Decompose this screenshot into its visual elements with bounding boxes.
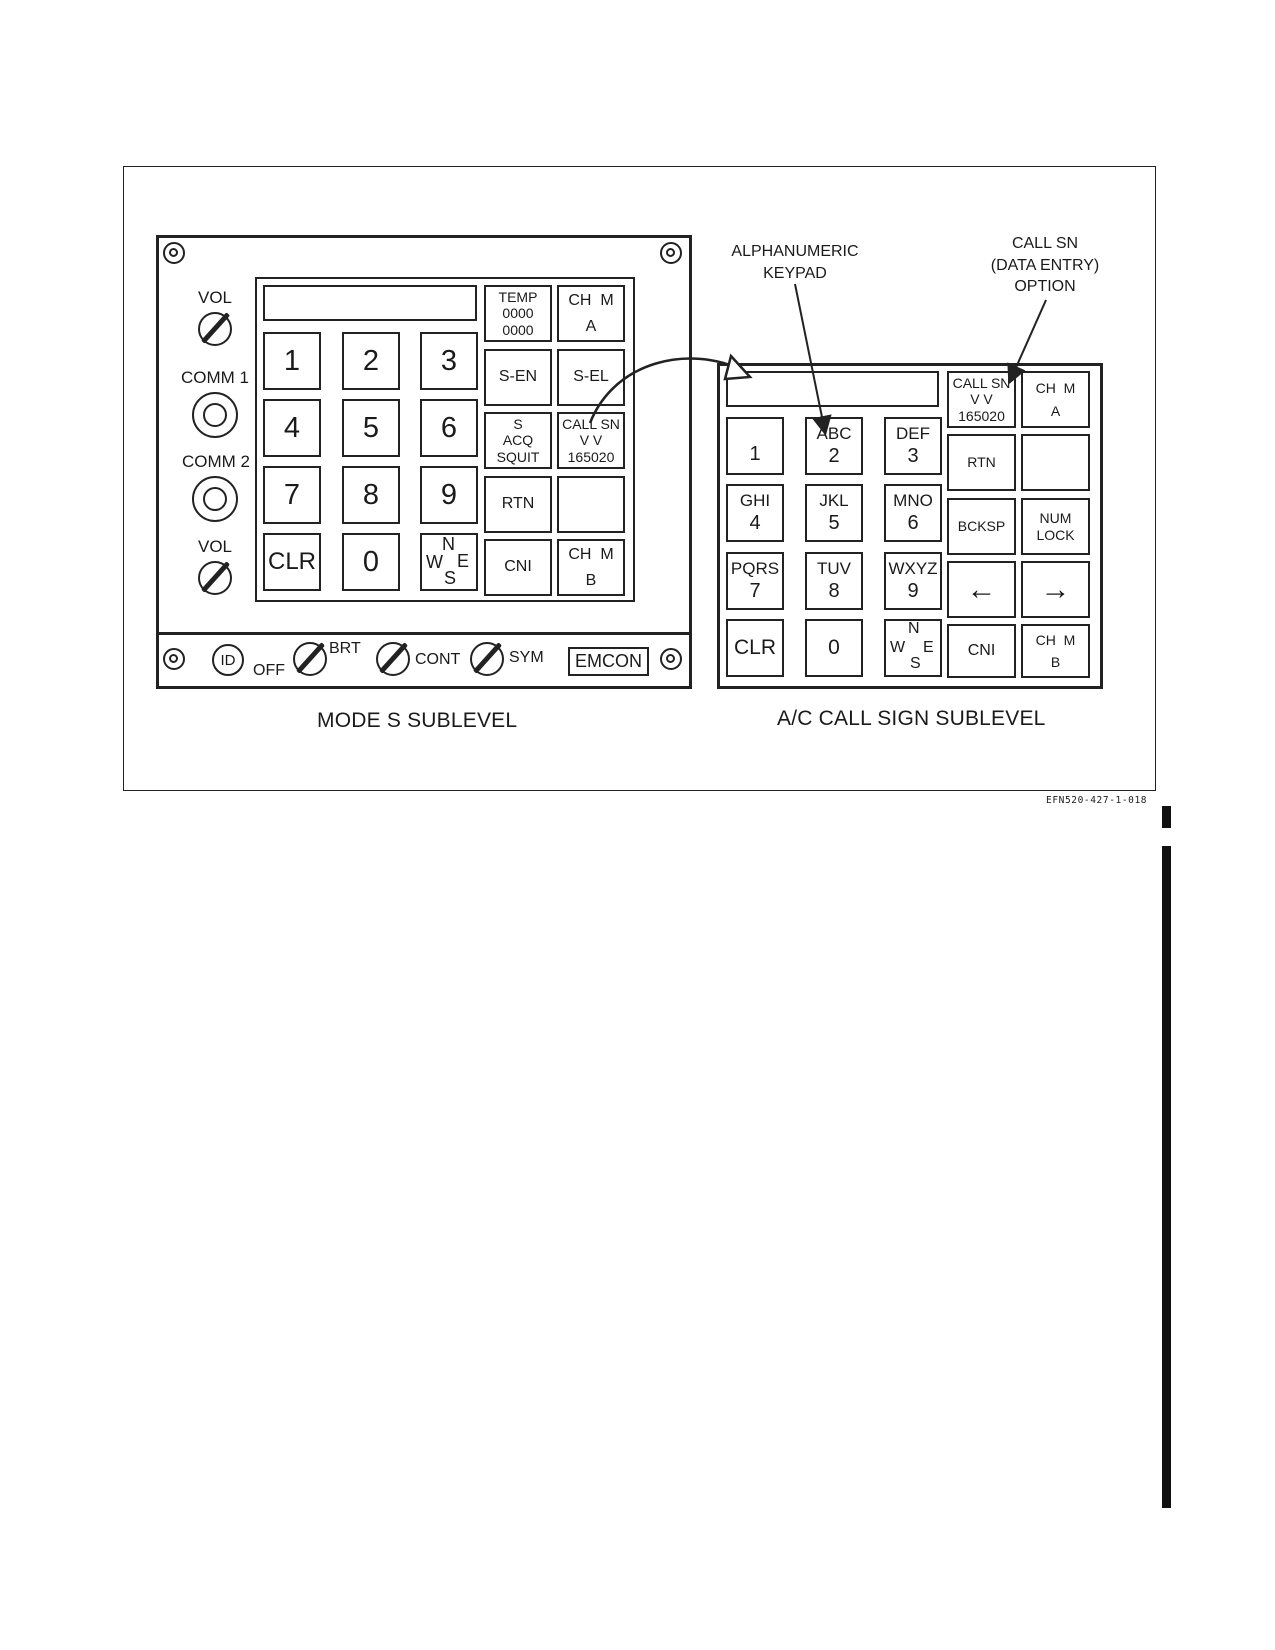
callsign-display (726, 371, 939, 407)
id-button[interactable]: ID (212, 644, 244, 676)
ac-key-3[interactable]: DEF 3 (884, 417, 942, 475)
key-1[interactable]: 1 (263, 332, 321, 390)
compass-e: E (457, 551, 470, 571)
ac-key-clr[interactable]: CLR (726, 619, 784, 677)
vol-bottom-knob[interactable] (198, 561, 232, 595)
callsn-callout: CALL SN (DATA ENTRY) OPTION (990, 235, 1100, 296)
comm1-knob[interactable] (192, 392, 238, 438)
ac-key-1[interactable]: 1 (726, 417, 784, 475)
rtn-key[interactable]: RTN (484, 476, 552, 533)
ac-key-7[interactable]: PQRS 7 (726, 552, 784, 610)
vol-top-label: VOL (198, 288, 233, 307)
ac-blank-key[interactable] (1021, 434, 1090, 491)
ac-key-5[interactable]: JKL 5 (805, 484, 863, 542)
mode-s-display (263, 285, 477, 321)
screw-icon (163, 648, 185, 670)
ac-key-4[interactable]: GHI 4 (726, 484, 784, 542)
compass-icon: N W E S (422, 535, 476, 589)
figure-reference: EFN520-427-1-018 (1046, 795, 1148, 806)
alphanumeric-leader-line (794, 283, 832, 436)
emcon-button[interactable]: EMCON (568, 647, 649, 676)
off-label: OFF (253, 662, 285, 679)
vol-bottom-label: VOL (198, 537, 233, 556)
mode-s-panel-divider (156, 632, 692, 635)
screw-icon (163, 242, 185, 264)
transition-arrow-head (723, 353, 753, 381)
comm2-knob[interactable] (192, 476, 238, 522)
ac-key-8[interactable]: TUV 8 (805, 552, 863, 610)
right-arrow-icon: → (1040, 572, 1071, 606)
key-3[interactable]: 3 (420, 332, 478, 390)
ac-numlock-key[interactable]: NUM LOCK (1021, 498, 1090, 555)
ac-call-sn-key[interactable]: CALL SN V V 165020 (947, 371, 1016, 428)
brt-knob[interactable] (293, 642, 327, 676)
cha-key[interactable]: CH M A (557, 285, 625, 342)
compass-s: S (910, 655, 921, 672)
key-0[interactable]: 0 (342, 533, 400, 591)
comm2-label: COMM 2 (182, 452, 250, 471)
compass-w: W (890, 639, 906, 656)
compass-n: N (442, 534, 455, 554)
callsign-caption: A/C CALL SIGN SUBLEVEL (777, 707, 1046, 730)
key-9[interactable]: 9 (420, 466, 478, 524)
chb-key[interactable]: CH M B (557, 539, 625, 596)
ac-rtn-key[interactable]: RTN (947, 434, 1016, 491)
blank-key[interactable] (557, 476, 625, 533)
ac-key-compass[interactable]: N W E S (884, 619, 942, 677)
compass-e: E (923, 639, 934, 656)
compass-w: W (426, 552, 443, 572)
change-bar (1162, 846, 1171, 1508)
key-4[interactable]: 4 (263, 399, 321, 457)
key-compass[interactable]: N W E S (420, 533, 478, 591)
ac-key-9[interactable]: WXYZ 9 (884, 552, 942, 610)
ac-left-arrow-key[interactable]: ← (947, 561, 1016, 618)
transition-arrow (588, 357, 743, 424)
cni-key[interactable]: CNI (484, 539, 552, 596)
ac-key-0[interactable]: 0 (805, 619, 863, 677)
key-7[interactable]: 7 (263, 466, 321, 524)
key-6[interactable]: 6 (420, 399, 478, 457)
s-en-key[interactable]: S-EN (484, 349, 552, 406)
change-bar (1162, 806, 1171, 828)
key-5[interactable]: 5 (342, 399, 400, 457)
screw-icon (660, 648, 682, 670)
key-2[interactable]: 2 (342, 332, 400, 390)
key-8[interactable]: 8 (342, 466, 400, 524)
compass-n: N (908, 620, 920, 637)
key-clr[interactable]: CLR (263, 533, 321, 591)
temp-key[interactable]: TEMP 0000 0000 (484, 285, 552, 342)
ac-bcksp-key[interactable]: BCKSP (947, 498, 1016, 555)
sym-label: SYM (509, 649, 544, 666)
ac-key-2[interactable]: ABC 2 (805, 417, 863, 475)
ac-right-arrow-key[interactable]: → (1021, 561, 1090, 618)
mode-s-caption: MODE S SUBLEVEL (317, 709, 518, 732)
compass-s: S (444, 568, 457, 588)
ac-chb-key[interactable]: CH M B (1021, 624, 1090, 678)
s-acq-squit-key[interactable]: S ACQ SQUIT (484, 412, 552, 469)
figure-frame (123, 166, 1156, 791)
ac-cha-key[interactable]: CH M A (1021, 371, 1090, 428)
alphanumeric-callout: ALPHANUMERIC KEYPAD (731, 243, 859, 282)
sym-knob[interactable] (470, 642, 504, 676)
comm1-label: COMM 1 (181, 368, 249, 387)
screw-icon (660, 242, 682, 264)
ac-key-6[interactable]: MNO 6 (884, 484, 942, 542)
compass-icon: N W E S (886, 620, 940, 675)
brt-label: BRT (329, 640, 361, 657)
vol-top-knob[interactable] (198, 312, 232, 346)
s-el-key[interactable]: S-EL (557, 349, 625, 406)
cont-label: CONT (415, 651, 461, 668)
callsn-leader-line (1007, 299, 1047, 385)
cont-knob[interactable] (376, 642, 410, 676)
ac-cni-key[interactable]: CNI (947, 624, 1016, 678)
left-arrow-icon: ← (966, 572, 997, 606)
